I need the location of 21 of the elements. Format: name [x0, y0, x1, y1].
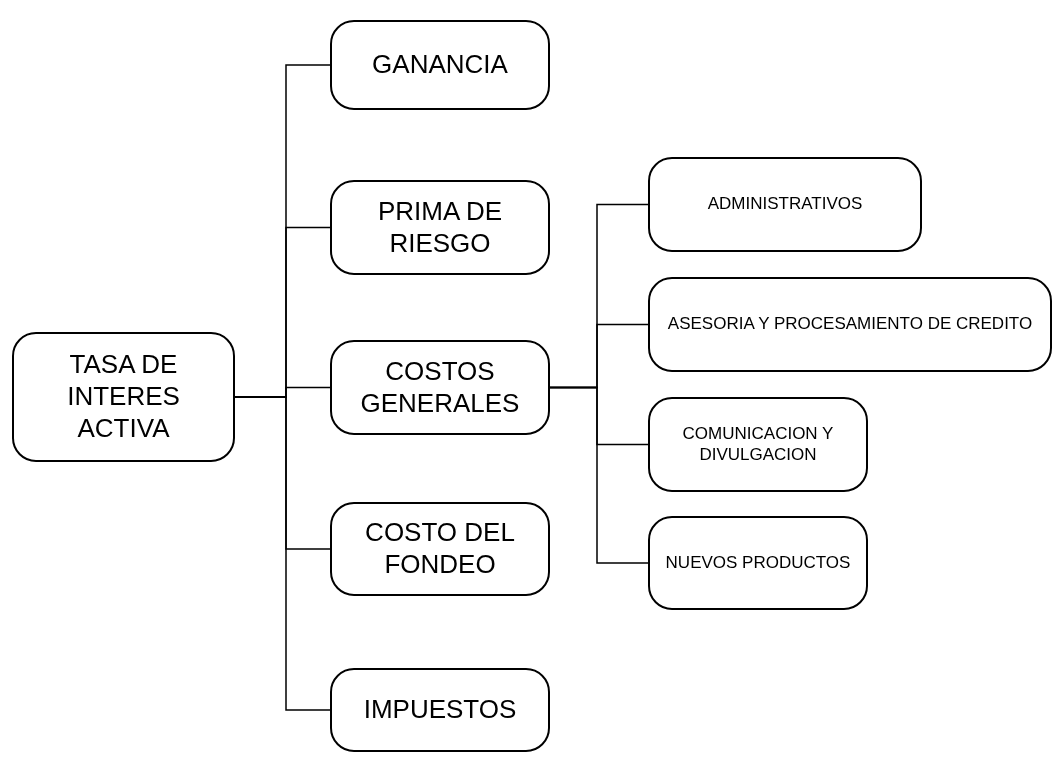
- box-label: ADMINISTRATIVOS: [707, 194, 863, 215]
- box-label: GANANCIA: [372, 49, 508, 81]
- box-label: COSTOS GENERALES: [359, 355, 521, 420]
- rounded-box: [648, 516, 868, 610]
- box-label: COMUNICACION Y DIVULGACION: [681, 423, 835, 466]
- rounded-box: [330, 180, 550, 275]
- rounded-box: [648, 157, 922, 252]
- box-label: COSTO DEL FONDEO: [364, 517, 516, 581]
- rounded-box: [330, 340, 550, 435]
- rounded-box: [330, 668, 550, 752]
- rounded-box: [330, 502, 550, 596]
- rounded-box: [648, 397, 868, 492]
- box-label: IMPUESTOS: [363, 694, 517, 726]
- box-label: NUEVOS PRODUCTOS: [665, 552, 851, 574]
- rounded-box: [330, 20, 550, 110]
- rounded-box: [648, 277, 1052, 372]
- box-label: ASESORIA Y PROCESAMIENTO DE CREDITO: [667, 314, 1033, 335]
- connector-line: [549, 386, 649, 564]
- rounded-box: [12, 332, 235, 462]
- box-label: TASA DE INTERES ACTIVA: [66, 349, 181, 445]
- box-label: PRIMA DE RIESGO: [376, 195, 504, 260]
